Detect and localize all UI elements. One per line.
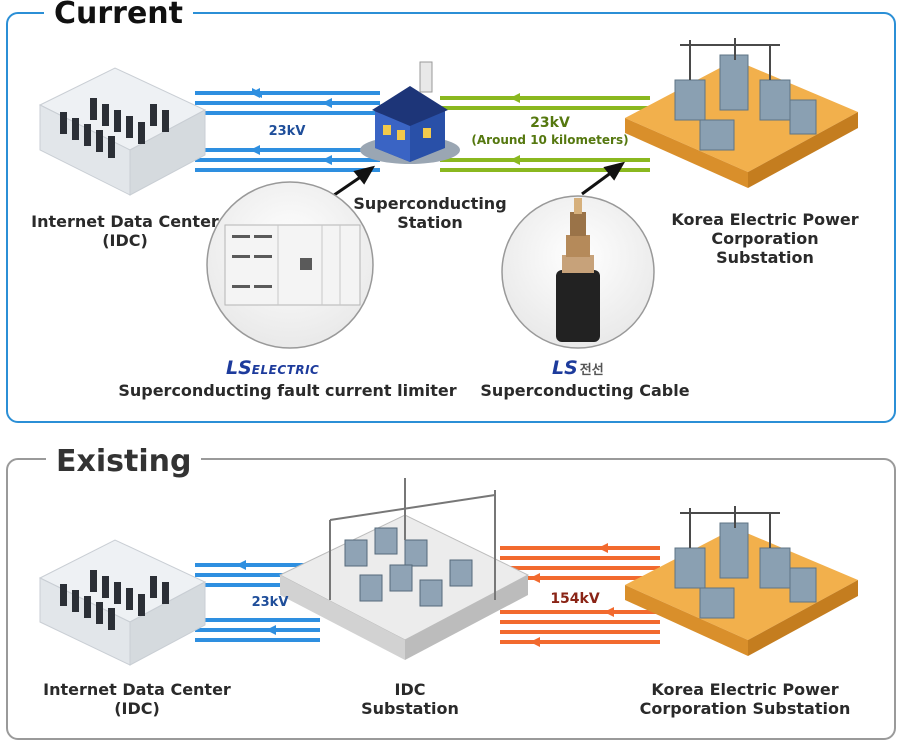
- current-station-label: Superconducting Station: [353, 194, 507, 232]
- current-idc-building-art: [38, 67, 207, 196]
- limiter-label: Superconducting fault current limiter: [118, 381, 457, 400]
- ls-electric-logo-ls: LS: [226, 357, 252, 379]
- existing-section-title: Existing: [46, 446, 202, 478]
- ls-electric-logo-text: ELECTRIC: [251, 363, 320, 377]
- current-section-title: Current: [44, 0, 194, 30]
- ls-electric-logo: LSELECTRIC: [226, 357, 319, 379]
- current-green-arrowheads: [510, 93, 520, 165]
- current-kepco-art: [625, 38, 858, 188]
- current-blue-arrowheads: [250, 88, 332, 165]
- current-cable-voltage: 23kV: [530, 115, 570, 131]
- existing-panel: [6, 458, 896, 740]
- current-cable-distance-note: (Around 10 kilometers): [471, 133, 629, 147]
- current-station-art: [360, 61, 460, 164]
- existing-substation-label: IDC Substation: [361, 680, 459, 718]
- current-idc-voltage: 23kV: [268, 124, 306, 139]
- existing-blue-lines: [195, 563, 320, 642]
- existing-kepco-voltage: 154kV: [550, 591, 600, 607]
- existing-idc-building-art: [38, 539, 207, 666]
- existing-kepco-art: [625, 506, 858, 656]
- current-blue-lines: [195, 91, 380, 172]
- existing-substation-art: [278, 478, 530, 660]
- cable-circle-art: [501, 195, 655, 349]
- existing-idc-label: Internet Data Center (IDC): [43, 680, 231, 718]
- ls-cable-logo-text: 전선: [579, 363, 604, 378]
- cable-label: Superconducting Cable: [480, 381, 690, 400]
- current-panel: [6, 12, 896, 423]
- limiter-circle-art: [206, 181, 374, 349]
- existing-kepco-label: Korea Electric Power Corporation Substat…: [639, 680, 851, 718]
- existing-idc-voltage: 23kV: [251, 595, 289, 610]
- current-idc-label: Internet Data Center (IDC): [31, 212, 219, 250]
- ls-cable-logo-ls: LS: [552, 357, 578, 379]
- current-kepco-label: Korea Electric Power Corporation Substat…: [671, 210, 859, 267]
